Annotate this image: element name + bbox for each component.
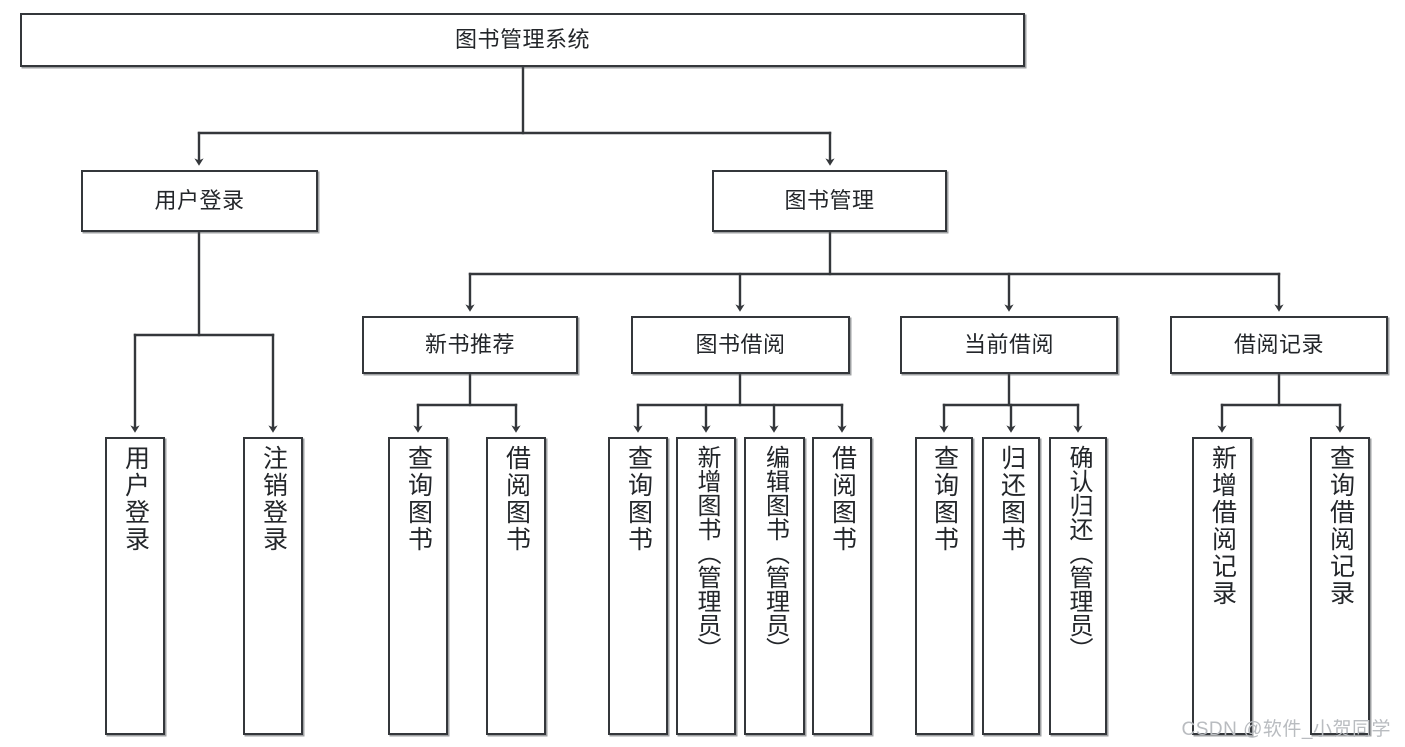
node-leaf-edit-book-admin[interactable]: 编辑图书（管理员） bbox=[744, 437, 805, 735]
node-leaf-confirm-return-admin[interactable]: 确认归还（管理员） bbox=[1049, 437, 1107, 735]
node-leaf-query-book-borrow[interactable]: 查询图书 bbox=[608, 437, 668, 735]
node-leaf-confirm-return-admin-label: 确认归还（管理员） bbox=[1065, 445, 1092, 661]
node-borrow-record[interactable]: 借阅记录 bbox=[1170, 316, 1388, 374]
connector-currentborrow-to-leaves bbox=[939, 372, 1083, 433]
node-user-login[interactable]: 用户登录 bbox=[81, 170, 318, 232]
node-leaf-query-book-current[interactable]: 查询图书 bbox=[915, 437, 973, 735]
node-leaf-add-borrow-record-label: 新增借阅记录 bbox=[1208, 445, 1237, 607]
node-leaf-borrow-book-label: 借阅图书 bbox=[828, 445, 857, 553]
connector-bookmgmt-to-level3 bbox=[465, 230, 1284, 312]
node-current-borrow-label: 当前借阅 bbox=[963, 331, 1054, 357]
node-root-label: 图书管理系统 bbox=[454, 26, 590, 52]
node-book-borrow-label: 图书借阅 bbox=[695, 331, 786, 357]
node-leaf-query-book-recommend[interactable]: 查询图书 bbox=[388, 437, 448, 735]
node-new-book-recommend-label: 新书推荐 bbox=[424, 331, 515, 357]
node-leaf-add-book-admin-label: 新增图书（管理员） bbox=[693, 445, 720, 661]
node-leaf-query-book-recommend-label: 查询图书 bbox=[404, 445, 433, 553]
connector-borrowrecord-to-leaves bbox=[1217, 372, 1345, 433]
connector-bookborrow-to-leaves bbox=[633, 372, 847, 433]
node-leaf-return-book[interactable]: 归还图书 bbox=[982, 437, 1040, 735]
node-book-management-label: 图书管理 bbox=[784, 187, 875, 213]
node-leaf-return-book-label: 归还图书 bbox=[997, 445, 1026, 553]
node-leaf-borrow-book[interactable]: 借阅图书 bbox=[812, 437, 872, 735]
node-root[interactable]: 图书管理系统 bbox=[20, 13, 1025, 67]
node-book-management[interactable]: 图书管理 bbox=[712, 170, 947, 232]
connector-root-to-level2 bbox=[194, 65, 835, 166]
node-book-borrow[interactable]: 图书借阅 bbox=[631, 316, 850, 374]
node-leaf-query-borrow-record[interactable]: 查询借阅记录 bbox=[1310, 437, 1370, 735]
node-leaf-logout-login-label: 注销登录 bbox=[259, 445, 288, 553]
node-leaf-add-book-admin[interactable]: 新增图书（管理员） bbox=[676, 437, 736, 735]
connector-recommend-to-leaves bbox=[413, 372, 521, 433]
node-leaf-user-login-label: 用户登录 bbox=[121, 445, 150, 553]
node-leaf-borrow-book-recommend[interactable]: 借阅图书 bbox=[486, 437, 546, 735]
node-leaf-query-book-current-label: 查询图书 bbox=[930, 445, 959, 553]
node-leaf-user-login[interactable]: 用户登录 bbox=[105, 437, 165, 735]
node-leaf-query-borrow-record-label: 查询借阅记录 bbox=[1326, 445, 1355, 607]
node-leaf-add-borrow-record[interactable]: 新增借阅记录 bbox=[1192, 437, 1252, 735]
connector-userlogin-to-leaves bbox=[130, 230, 278, 433]
node-current-borrow[interactable]: 当前借阅 bbox=[900, 316, 1118, 374]
node-user-login-label: 用户登录 bbox=[154, 187, 245, 213]
node-leaf-edit-book-admin-label: 编辑图书（管理员） bbox=[761, 445, 789, 661]
node-leaf-query-book-borrow-label: 查询图书 bbox=[624, 445, 653, 553]
node-new-book-recommend[interactable]: 新书推荐 bbox=[362, 316, 578, 374]
node-leaf-borrow-book-recommend-label: 借阅图书 bbox=[502, 445, 531, 553]
node-borrow-record-label: 借阅记录 bbox=[1233, 331, 1324, 357]
node-leaf-logout-login[interactable]: 注销登录 bbox=[243, 437, 303, 735]
